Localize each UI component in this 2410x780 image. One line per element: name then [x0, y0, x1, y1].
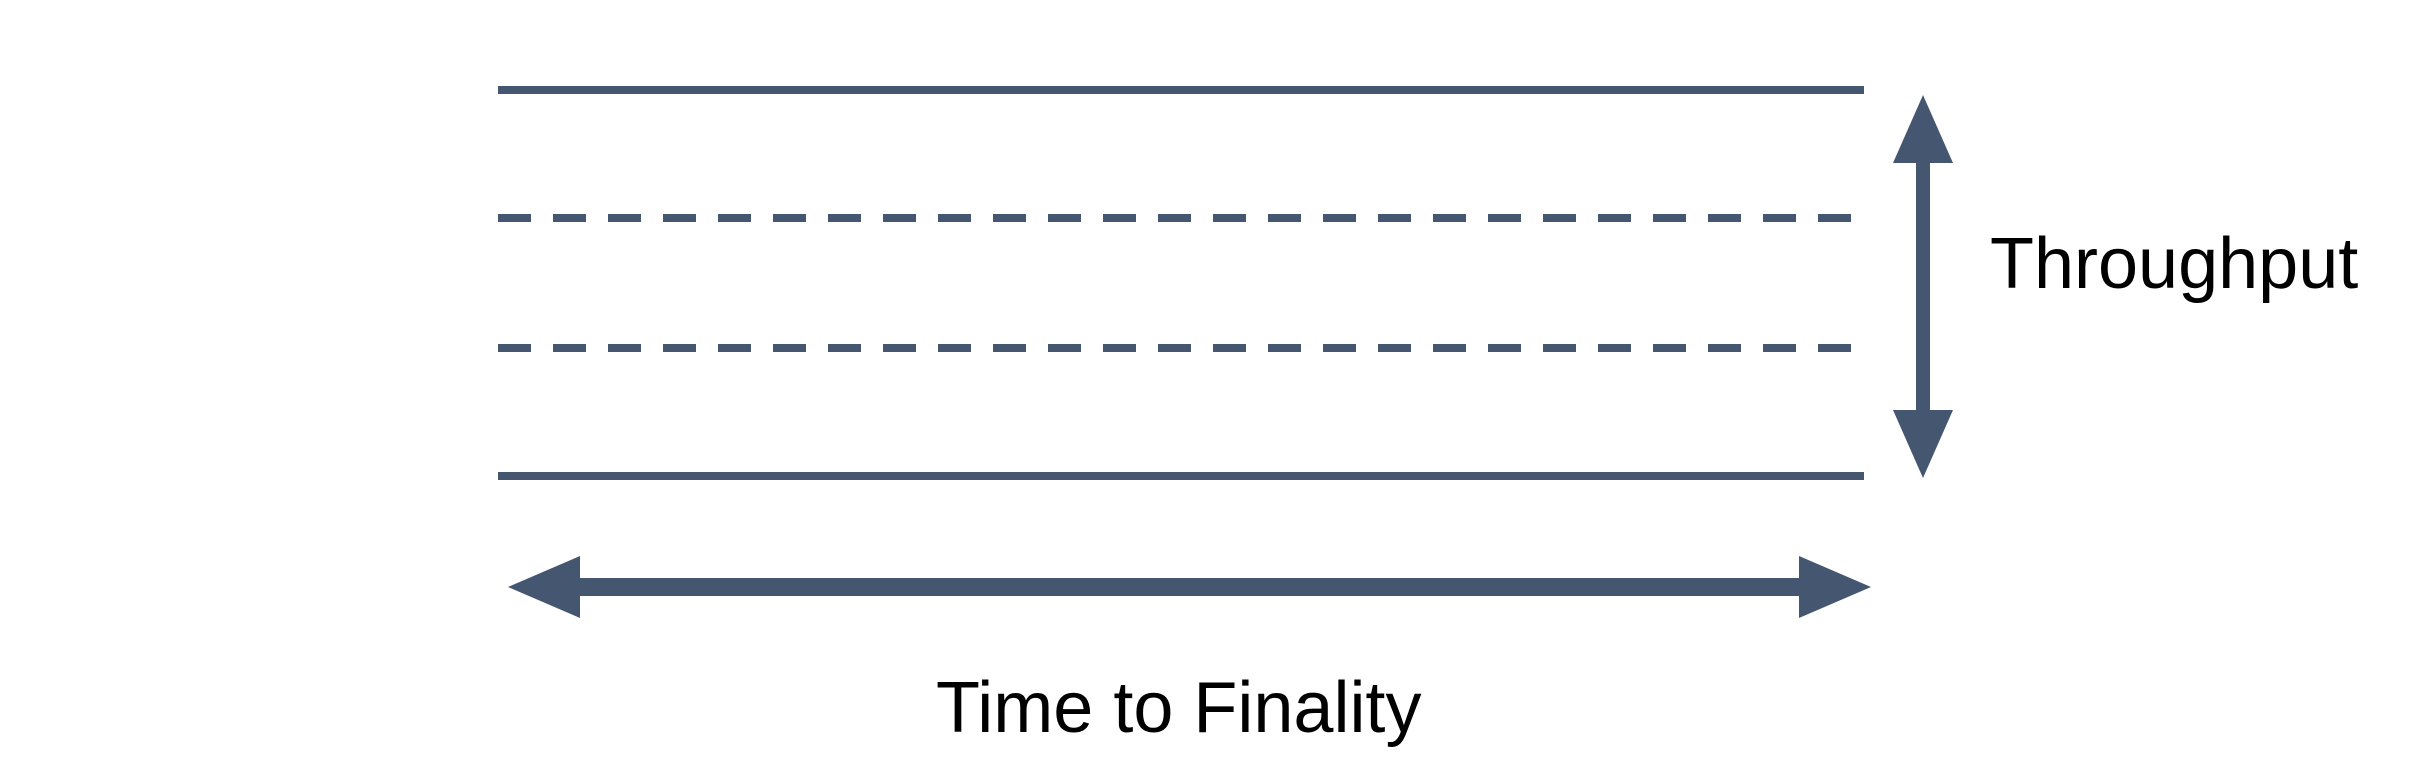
lane-lines-group: [498, 86, 1864, 480]
time-to-finality-label: Time to Finality: [936, 668, 1422, 748]
double-arrow-vertical-icon: [1893, 95, 1953, 478]
vertical-arrow-shaft: [1916, 163, 1930, 410]
horizontal-arrow-shaft: [580, 578, 1799, 596]
double-arrow-horizontal-icon: [508, 556, 1871, 618]
vertical-arrow-head-up: [1893, 95, 1953, 163]
vertical-arrow-head-down: [1893, 410, 1953, 478]
horizontal-arrow-head-right: [1799, 556, 1871, 618]
horizontal-arrow-head-left: [508, 556, 580, 618]
throughput-label: Throughput: [1990, 224, 2359, 304]
